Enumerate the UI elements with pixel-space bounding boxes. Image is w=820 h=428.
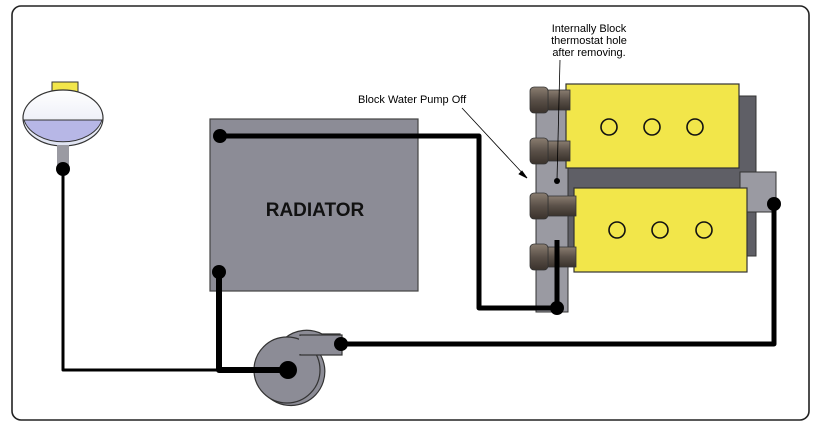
connection-nodes <box>56 129 781 379</box>
cylinder-icon <box>651 221 669 239</box>
pipe-radiator-top-to-engine <box>220 133 557 311</box>
engine-block-bottom <box>573 187 748 273</box>
cylinder-icon <box>695 221 713 239</box>
leader-pump-off <box>461 107 528 179</box>
cylinder-icon <box>686 118 704 136</box>
annotation-thermostat-line-2: thermostat hole <box>551 35 627 47</box>
node-pump-center <box>279 361 297 379</box>
cylinder-icon <box>600 118 618 136</box>
cylinder-icon <box>608 221 626 239</box>
radiator-body <box>209 118 419 292</box>
radiator: RADIATOR <box>209 118 419 292</box>
node-pump-outlet <box>334 337 348 351</box>
node-engine-inlet <box>550 301 564 315</box>
leader-thermostat <box>556 59 561 181</box>
pipe-pump-to-engine <box>340 204 777 347</box>
port-bottom-upper <box>529 192 577 220</box>
pipe-radiator-bottom-to-pump <box>216 272 287 373</box>
annotation-thermostat-line-3: after removing. <box>552 47 625 59</box>
radiator-label: RADIATOR <box>266 200 365 221</box>
tank-water <box>23 119 103 143</box>
overflow-tank <box>22 81 104 167</box>
pipes <box>61 133 777 373</box>
annotation-leaders <box>461 59 561 181</box>
tank-neck <box>57 145 69 167</box>
node-radiator-bottom <box>212 265 226 279</box>
engine-assembly <box>529 83 777 313</box>
engine-block-top <box>565 83 740 169</box>
cylinder-icon <box>643 118 661 136</box>
node-radiator-top <box>213 129 227 143</box>
port-top-upper <box>529 86 571 114</box>
block-point-dot <box>554 178 560 184</box>
port-top-lower <box>529 137 571 165</box>
port-bottom-lower <box>529 243 577 271</box>
node-engine-outlet <box>767 197 781 211</box>
annotation-pump-off: Block Water Pump Off <box>358 94 467 106</box>
node-tank <box>56 162 70 176</box>
annotation-thermostat-line-1: Internally Block <box>552 23 627 35</box>
pipe-tank-to-pump <box>61 169 287 372</box>
